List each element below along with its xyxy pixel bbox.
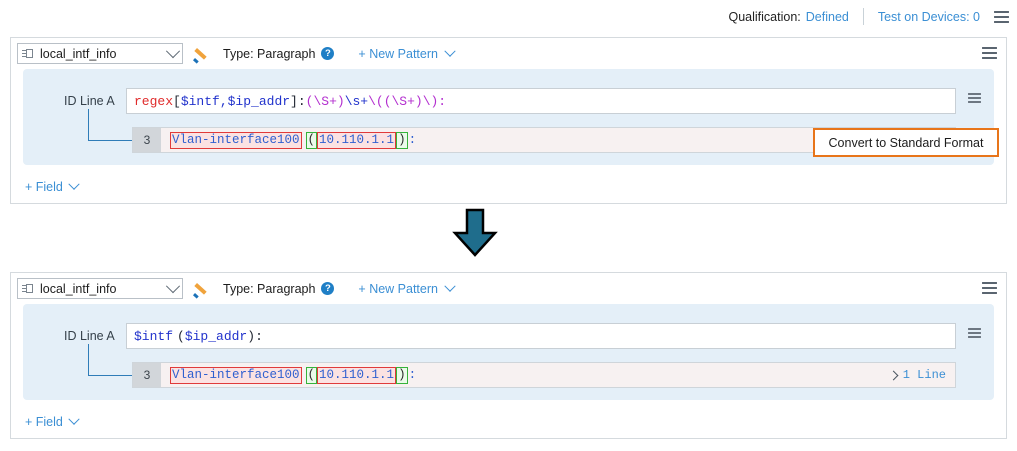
id-line-a-label: ID Line A — [64, 329, 115, 343]
new-pattern-button[interactable]: + New Pattern — [358, 45, 456, 61]
id-line-a-input[interactable]: regex[$intf,$ip_addr]:(\S+)\s+\((\S+)\): — [126, 88, 956, 114]
add-field-button[interactable]: + Field — [25, 178, 80, 194]
card-toolbar: local_intf_info Type: Paragraph ? + New … — [11, 273, 1006, 304]
connector-line — [88, 344, 133, 376]
match-token-paren-open: ( — [305, 131, 318, 149]
pattern-select-value: local_intf_info — [40, 281, 117, 296]
top-status-bar: Qualification: Defined Test on Devices: … — [0, 0, 1017, 33]
convert-to-standard-format-button[interactable]: Convert to Standard Format — [813, 128, 999, 157]
hamburger-icon[interactable] — [982, 282, 997, 294]
token-ip-var: $ip_addr — [184, 328, 248, 344]
token-paren-open: ( — [177, 328, 185, 344]
match-token-interface: Vlan-interface100 — [170, 366, 302, 384]
help-circle-icon[interactable]: ? — [321, 47, 335, 60]
qualification-label: Qualification: — [728, 9, 801, 24]
match-token-paren-close: ) — [396, 366, 408, 384]
chevron-down-icon — [68, 178, 80, 190]
chevron-down-icon — [444, 280, 456, 292]
pattern-card-before: local_intf_info Type: Paragraph ? + New … — [10, 37, 1007, 204]
match-token-ip: 10.110.1.1 — [317, 366, 397, 384]
hamburger-icon[interactable] — [982, 47, 997, 59]
result-content: Vlan-interface100(10.110.1.1): 1 Line — [161, 366, 955, 384]
pattern-area: ID Line A $intf($ip_addr): 3 Vlan-interf… — [23, 304, 994, 400]
id-line-a-label: ID Line A — [64, 94, 115, 108]
expand-lines-toggle[interactable]: 1 Line — [888, 368, 946, 382]
match-token-colon: : — [408, 133, 417, 147]
token-variables: $intf,$ip_addr — [180, 93, 291, 109]
match-token-paren-open: ( — [305, 366, 318, 384]
help-circle-icon[interactable]: ? — [321, 282, 335, 295]
hamburger-icon[interactable] — [994, 10, 1009, 23]
connector-line — [88, 109, 133, 141]
convert-button-label: Convert to Standard Format — [828, 135, 984, 150]
id-line-a-input[interactable]: $intf($ip_addr): — [126, 323, 956, 349]
token-group-2: \((\S+)\): — [368, 93, 447, 109]
chevron-down-icon — [444, 45, 456, 57]
row-number: 3 — [133, 128, 161, 152]
token-bracket-open: [ — [173, 93, 181, 109]
token-paren-close: ) — [247, 328, 256, 344]
match-token-colon: : — [408, 368, 417, 382]
hamburger-icon[interactable] — [968, 328, 981, 340]
token-intf-var: $intf — [134, 328, 174, 344]
add-field-label: + Field — [25, 180, 63, 194]
new-pattern-button[interactable]: + New Pattern — [358, 280, 456, 296]
pattern-select[interactable]: local_intf_info — [17, 278, 183, 299]
chevron-down-icon — [165, 278, 181, 293]
divider — [862, 8, 864, 25]
sample-result-row: 3 Vlan-interface100(10.110.1.1): 1 Line — [132, 362, 956, 388]
qualification-value: Defined — [805, 9, 849, 24]
chevron-down-icon — [165, 43, 181, 58]
new-pattern-label: + New Pattern — [358, 46, 438, 61]
pattern-select[interactable]: local_intf_info — [17, 43, 183, 64]
token-whitespace: \s+ — [344, 93, 369, 109]
token-colon: : — [255, 328, 263, 344]
pencil-icon[interactable] — [194, 280, 211, 297]
new-pattern-label: + New Pattern — [358, 281, 438, 296]
card-toolbar: local_intf_info Type: Paragraph ? + New … — [11, 38, 1006, 69]
hamburger-icon[interactable] — [968, 93, 981, 105]
token-regex: regex — [134, 93, 174, 109]
row-number: 3 — [133, 363, 161, 387]
device-interface-icon — [22, 48, 35, 60]
match-token-ip: 10.110.1.1 — [317, 131, 397, 149]
pencil-icon[interactable] — [194, 45, 211, 62]
token-colon: : — [297, 93, 306, 109]
token-bracket-close: ] — [290, 93, 298, 109]
result-content: Vlan-interface100(10.110.1.1): — [161, 131, 955, 149]
match-token-paren-close: ) — [396, 131, 408, 149]
type-label: Type: Paragraph — [223, 281, 316, 296]
test-on-devices-link[interactable]: Test on Devices: 0 — [877, 9, 980, 24]
chevron-down-icon — [68, 413, 80, 425]
device-interface-icon — [22, 283, 35, 295]
match-token-interface: Vlan-interface100 — [170, 131, 302, 149]
down-arrow-icon — [452, 208, 498, 257]
pattern-card-after: local_intf_info Type: Paragraph ? + New … — [10, 272, 1007, 439]
add-field-label: + Field — [25, 415, 63, 429]
token-group-1: (\S+) — [305, 93, 345, 109]
add-field-button[interactable]: + Field — [25, 413, 80, 429]
chevron-right-icon — [888, 370, 899, 380]
type-label: Type: Paragraph — [223, 46, 316, 61]
pattern-select-value: local_intf_info — [40, 46, 117, 61]
expand-lines-label: 1 Line — [902, 368, 946, 382]
